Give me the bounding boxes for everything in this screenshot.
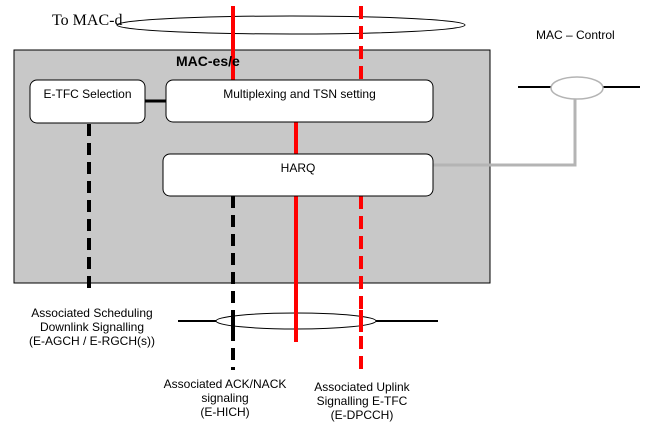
scheduling-line-3: (E-AGCH / E-RGCH(s)): [29, 334, 155, 348]
harq-label: HARQ: [280, 161, 316, 175]
mac-control-ellipse: [550, 76, 604, 100]
acknack-line-1: Associated ACK/NACK: [163, 377, 287, 391]
mac-d-ellipse: [116, 15, 466, 35]
scheduling-line-1: Associated Scheduling: [31, 306, 153, 320]
mac-es-e-title: MAC-es/e: [176, 53, 240, 69]
acknack-line-2: signaling: [201, 391, 249, 405]
uplink-line-1: Associated Uplink: [314, 380, 410, 394]
uplink-signal-label: Associated Uplink Signalling E-TFC (E-DP…: [302, 380, 422, 422]
control-line: [433, 98, 577, 167]
multiplexing-label: Multiplexing and TSN setting: [223, 87, 376, 101]
multiplexing-box: [165, 79, 434, 123]
harq-box: [162, 153, 434, 197]
etfc-selection-box: [29, 79, 146, 124]
etfc-selection-label: E-TFC Selection: [43, 87, 132, 101]
to-mac-d-label: To MAC-d: [52, 12, 123, 29]
scheduling-line-2: Downlink Signalling: [39, 320, 145, 334]
mac-control-label: MAC – Control: [536, 28, 615, 42]
uplink-line-2: Signalling E-TFC: [316, 394, 408, 408]
acknack-line-3: (E-HICH): [200, 405, 250, 419]
uplink-line-3: (E-DPCCH): [330, 408, 394, 422]
acknack-signal-label: Associated ACK/NACK signaling (E-HICH): [152, 377, 298, 419]
scheduling-signal-label: Associated Scheduling Downlink Signallin…: [0, 306, 184, 348]
